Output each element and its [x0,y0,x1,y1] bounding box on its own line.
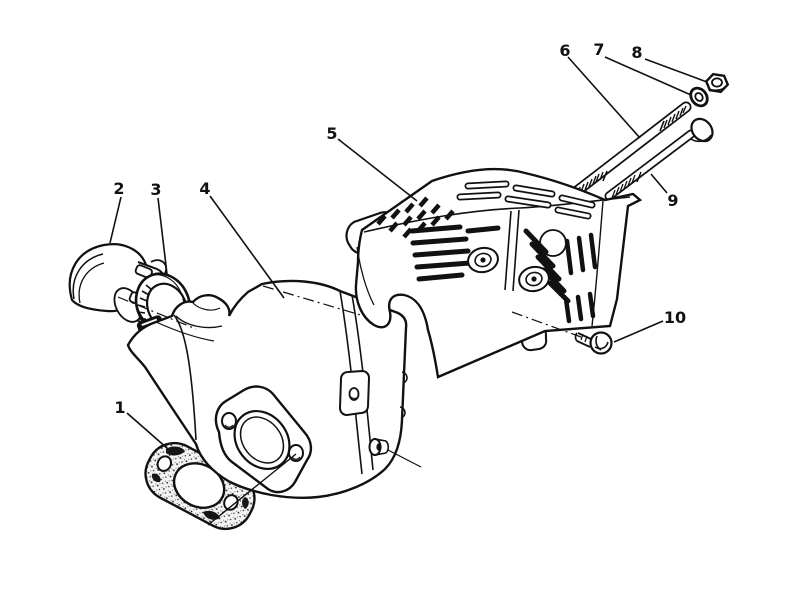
leader-line-7 [604,56,692,96]
leader-line-8 [644,58,708,83]
callout-label-10: 10 [664,308,686,327]
alignment-line-stub [387,449,422,468]
callout-label-5: 5 [326,124,337,143]
part-washer-drawing [689,86,709,108]
leader-line-4 [209,195,285,299]
callout-label-4: 4 [199,179,210,198]
callout-label-9: 9 [667,191,678,210]
leader-line-9 [650,173,668,194]
part-nut-drawing [704,72,730,94]
leader-line-3 [157,197,168,275]
part-heat-shield-drawing [345,167,643,379]
callout-label-3: 3 [150,180,161,199]
centerline-deflector-axis [117,296,197,330]
callout-label-8: 8 [631,43,642,62]
part-stud-drawing [571,101,692,197]
centerline-bracket-screw [511,311,582,338]
part-screw-drawing [574,331,613,355]
part-bolt-drawing [604,117,714,201]
leader-line-6 [567,56,641,139]
leader-line-10 [613,320,664,343]
leader-line-5 [337,138,418,202]
callout-label-2: 2 [113,179,124,198]
callout-label-7: 7 [593,40,604,59]
part-muffler-body-drawing [126,279,422,499]
callout-label-6: 6 [559,41,570,60]
alignment-line-gasket [207,453,297,526]
callout-label-1: 1 [114,398,125,417]
leader-line-2 [109,196,122,244]
leader-line-1 [126,412,169,450]
leader-lines [109,56,708,450]
